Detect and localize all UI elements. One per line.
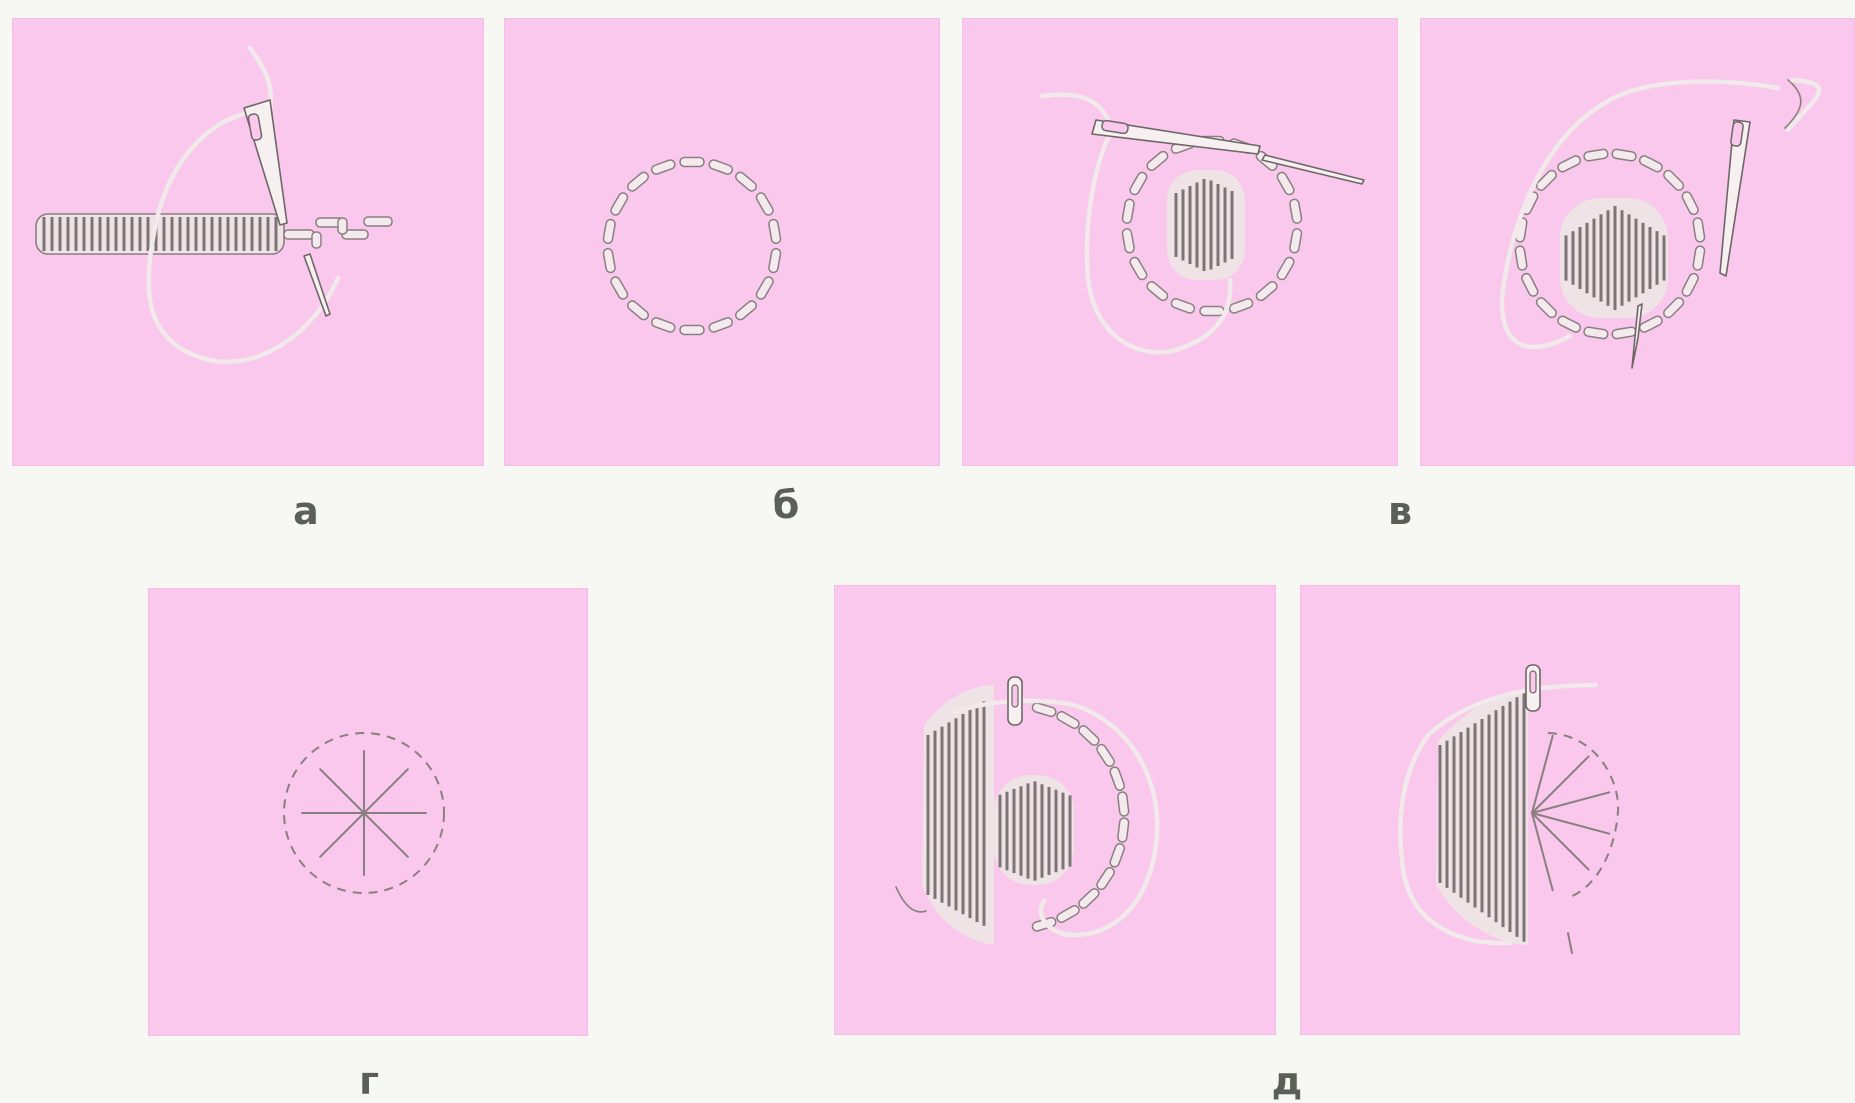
running-stitch <box>1055 710 1080 730</box>
spoke-stitch <box>364 769 408 813</box>
panel-g-star-stitch <box>148 588 588 1036</box>
running-stitch <box>1055 904 1080 924</box>
running-stitch <box>1638 154 1663 173</box>
running-stitch <box>1681 272 1700 297</box>
running-stitch <box>603 219 616 244</box>
panel-v-step-2 <box>1420 18 1855 466</box>
running-stitch <box>1122 199 1135 224</box>
satin-fill-partial <box>1560 198 1668 318</box>
layered-satin-step-1 <box>834 585 1276 1035</box>
spoke-stitch <box>320 769 364 813</box>
radial-spokes <box>1532 736 1609 891</box>
caption-b: б <box>773 486 800 524</box>
satin-half-circle <box>1436 689 1528 945</box>
star-stitch-illustration <box>148 588 588 1036</box>
running-stitch <box>1662 296 1685 319</box>
satin-fill-step-2 <box>1420 18 1855 466</box>
running-stitch <box>680 158 704 167</box>
running-stitch <box>626 299 650 321</box>
running-stitch <box>1031 702 1057 718</box>
running-stitch <box>768 248 781 273</box>
running-stitch <box>1145 280 1169 302</box>
satin-fill-step-1 <box>962 18 1398 466</box>
running-stitch <box>1583 327 1608 340</box>
spoke-stitch <box>320 813 364 857</box>
running-stitch <box>1693 246 1706 271</box>
running-stitch <box>1109 842 1126 868</box>
panel-a-overcast-line <box>12 18 484 466</box>
running-stitch <box>1276 171 1296 196</box>
running-stitches <box>284 217 392 248</box>
running-stitch <box>1681 190 1700 215</box>
running-stitch <box>603 248 616 273</box>
spoke-stitch <box>364 813 408 857</box>
panel-d-step-1 <box>834 585 1276 1035</box>
running-stitch <box>1289 199 1302 224</box>
running-stitch <box>1556 315 1581 334</box>
running-stitch <box>1117 792 1129 817</box>
running-stitch <box>1128 171 1148 196</box>
running-stitch <box>1095 743 1116 768</box>
satin-fill-partial <box>1167 170 1245 280</box>
running-stitch <box>768 219 781 244</box>
running-stitch <box>680 326 704 335</box>
radial-spokes <box>302 751 426 875</box>
running-stitch <box>1662 169 1685 192</box>
running-stitch <box>755 275 775 300</box>
overcast-stitch-illustration <box>12 18 484 466</box>
running-stitch <box>1693 217 1706 242</box>
running-stitch <box>1077 887 1101 910</box>
running-stitch <box>1170 298 1196 315</box>
running-stitch <box>1145 150 1169 172</box>
layered-satin-step-2 <box>1300 585 1740 1035</box>
running-stitch <box>1095 866 1116 891</box>
running-stitch <box>1228 298 1254 315</box>
running-stitch <box>1535 296 1558 319</box>
satin-line <box>36 214 284 254</box>
running-stitch <box>1128 256 1148 281</box>
running-stitch <box>1556 154 1581 173</box>
running-stitch <box>609 275 629 300</box>
running-stitch <box>755 191 775 216</box>
running-stitch <box>1200 307 1224 316</box>
running-stitch-circle-illustration <box>504 18 940 466</box>
running-stitch <box>708 159 734 176</box>
running-stitch <box>734 299 758 321</box>
running-stitch <box>1117 818 1129 843</box>
running-stitch <box>650 317 676 334</box>
running-stitch <box>1520 272 1539 297</box>
running-stitch <box>1077 724 1101 747</box>
running-stitch <box>1276 256 1296 281</box>
satin-fill-outer <box>922 685 994 945</box>
running-stitch <box>1122 228 1135 253</box>
running-stitch <box>1583 149 1608 162</box>
caption-g: г <box>359 1062 379 1100</box>
running-stitch <box>626 170 650 192</box>
caption-v: в <box>1388 492 1412 530</box>
running-stitch <box>650 159 676 176</box>
running-stitch <box>1612 149 1637 162</box>
running-stitch <box>609 191 629 216</box>
running-stitch <box>1255 280 1279 302</box>
satin-fill-inner <box>994 775 1074 885</box>
running-stitch <box>734 170 758 192</box>
running-stitch <box>1109 766 1126 792</box>
caption-a: а <box>293 492 319 530</box>
panel-v-step-1 <box>962 18 1398 466</box>
running-stitch <box>1515 246 1528 271</box>
running-stitch <box>708 317 734 334</box>
running-stitch <box>1289 228 1302 253</box>
panel-b-running-circle <box>504 18 940 466</box>
caption-d: д <box>1272 1062 1303 1100</box>
panel-d-step-2 <box>1300 585 1740 1035</box>
running-stitch <box>1638 315 1663 334</box>
running-stitch <box>1612 327 1637 340</box>
running-stitch-circle <box>603 158 781 335</box>
